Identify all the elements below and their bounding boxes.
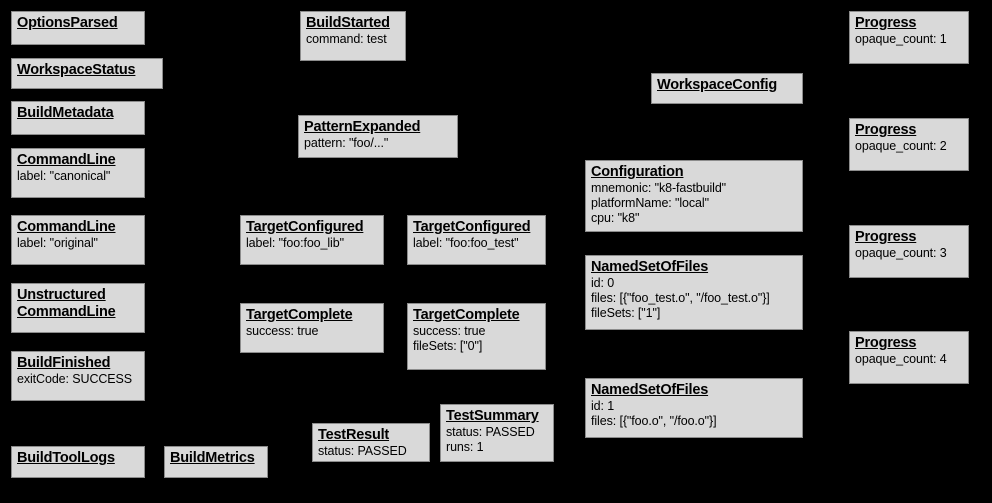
event-node-title: TargetComplete	[246, 307, 353, 323]
event-node-title: BuildMetadata	[17, 105, 114, 121]
event-node-field: opaque_count: 4	[855, 352, 947, 366]
event-node-field: label: "original"	[17, 236, 98, 250]
event-node[interactable]: WorkspaceConfig	[651, 73, 803, 104]
event-node-title: Progress	[855, 122, 917, 138]
event-node-field: status: PASSED	[446, 425, 535, 439]
event-node-field: success: true	[246, 324, 319, 338]
event-node-title: TargetComplete	[413, 307, 520, 323]
event-node-title: Progress	[855, 15, 917, 31]
event-node-title: TargetConfigured	[413, 219, 531, 235]
event-node-title: PatternExpanded	[304, 119, 421, 135]
event-node[interactable]: OptionsParsed	[11, 11, 145, 45]
event-node-title: BuildToolLogs	[17, 450, 115, 466]
event-node-field: id: 0	[591, 276, 615, 290]
event-node-title: Progress	[855, 229, 917, 245]
event-node-field: runs: 1	[446, 440, 484, 454]
event-node-field: opaque_count: 3	[855, 246, 947, 260]
event-node-title: CommandLine	[17, 152, 116, 168]
event-node-field: cpu: "k8"	[591, 211, 640, 225]
event-node-field: success: true	[413, 324, 486, 338]
event-node-field: fileSets: ["0"]	[413, 339, 483, 353]
event-node-field: command: test	[306, 32, 387, 46]
event-node-field: platformName: "local"	[591, 196, 709, 210]
event-node-title: CommandLine	[17, 219, 116, 235]
event-node-field: files: [{"foo.o", "/foo.o"}]	[591, 414, 717, 428]
event-node-field: opaque_count: 1	[855, 32, 947, 46]
event-node-field: exitCode: SUCCESS	[17, 372, 133, 386]
event-node-field: opaque_count: 2	[855, 139, 947, 153]
event-node-field: label: "canonical"	[17, 169, 111, 183]
event-node-title: BuildFinished	[17, 355, 111, 371]
event-node-title: TestResult	[318, 427, 390, 443]
event-node-title: NamedSetOfFiles	[591, 382, 709, 398]
event-node-title: WorkspaceStatus	[17, 62, 136, 78]
event-node-field: status: PASSED	[318, 444, 407, 458]
event-node-field: id: 1	[591, 399, 615, 413]
event-node-title: Configuration	[591, 164, 684, 180]
event-node-title: WorkspaceConfig	[657, 77, 778, 93]
event-node-title: BuildMetrics	[170, 450, 255, 466]
event-node-title: OptionsParsed	[17, 15, 118, 31]
event-node[interactable]: Unstructured CommandLine	[11, 283, 145, 333]
event-node-field: files: [{"foo_test.o", "/foo_test.o"}]	[591, 291, 770, 305]
event-node-field: label: "foo:foo_lib"	[246, 236, 344, 250]
event-node[interactable]: BuildToolLogs	[11, 446, 145, 478]
event-node-title: BuildStarted	[306, 15, 390, 31]
event-node-field: label: "foo:foo_test"	[413, 236, 519, 250]
event-node[interactable]: WorkspaceStatus	[11, 58, 163, 89]
event-node[interactable]: BuildMetadata	[11, 101, 145, 135]
event-node-field: pattern: "foo/..."	[304, 136, 389, 150]
event-node-title: TargetConfigured	[246, 219, 364, 235]
event-node[interactable]: BuildMetrics	[164, 446, 268, 478]
event-node-title: NamedSetOfFiles	[591, 259, 709, 275]
event-node-field: mnemonic: "k8-fastbuild"	[591, 181, 727, 195]
event-node-field: fileSets: ["1"]	[591, 306, 661, 320]
event-node-title: Progress	[855, 335, 917, 351]
event-node-title: TestSummary	[446, 408, 539, 424]
event-node-title: Unstructured CommandLine	[17, 287, 116, 320]
